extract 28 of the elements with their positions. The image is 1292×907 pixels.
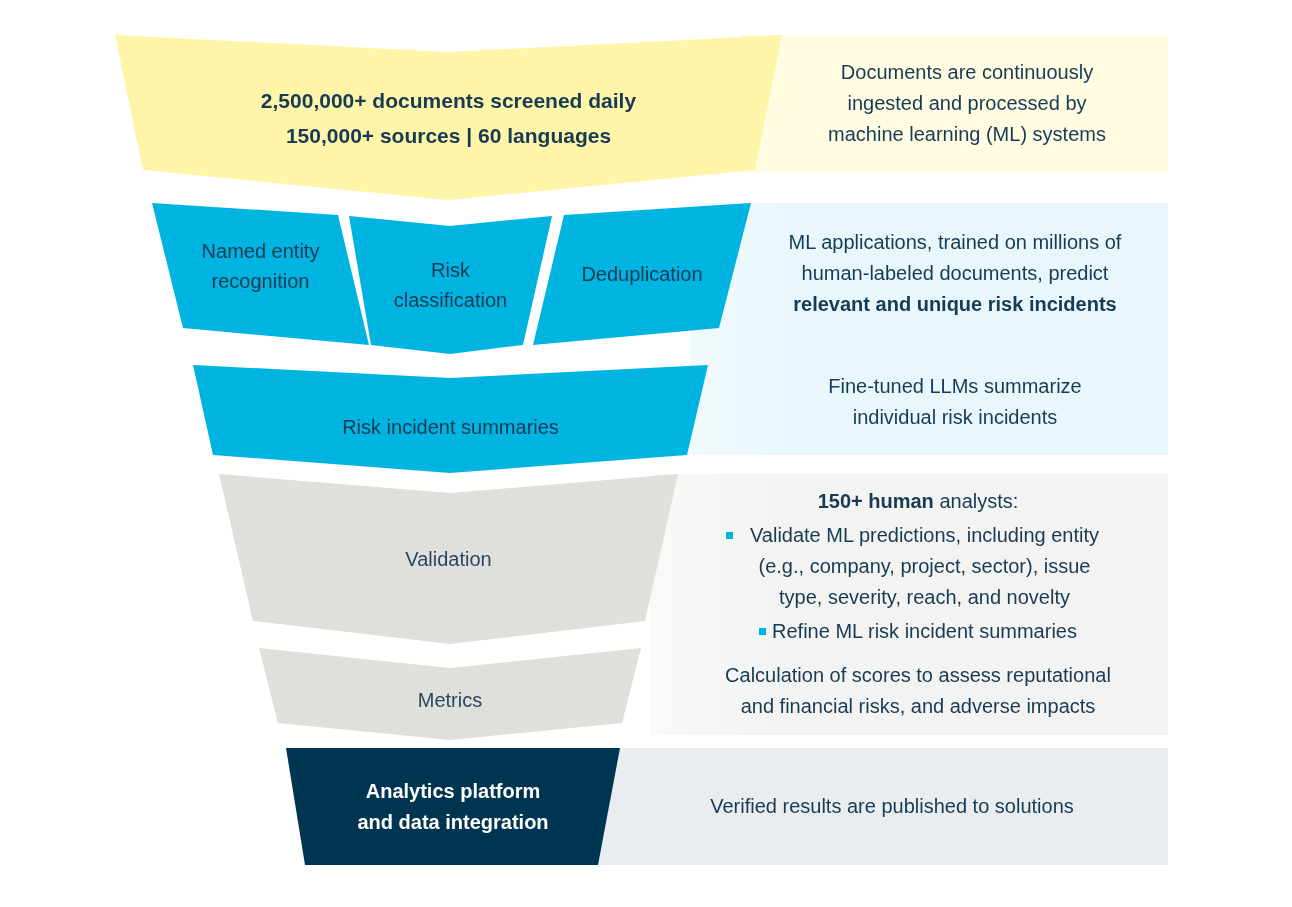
funnel-segment <box>193 365 708 473</box>
funnel-segment <box>219 474 678 644</box>
description-text: Verified results are published to solutions <box>709 794 1075 819</box>
description-text: Documents are continuously ingested and processed by machine learning (ML) systems <box>827 60 1107 147</box>
description-text: Calculation of scores to assess reputational and financial risks, and adverse impacts <box>724 663 1112 719</box>
description-text: Fine-tuned LLMs summarize individual risk incidents <box>827 374 1083 430</box>
stage-label: Deduplication <box>580 262 704 287</box>
funnel-segment <box>349 216 552 354</box>
description-panel <box>740 35 1168 172</box>
stage-label: Metrics <box>416 688 484 713</box>
funnel-segment <box>115 35 782 200</box>
funnel-segment <box>259 648 641 740</box>
description-panel <box>598 748 1168 865</box>
stage-label: Risk incident summaries <box>341 415 560 440</box>
list-heading: 150+ human analysts: <box>816 489 1020 514</box>
funnel-segment <box>286 748 620 865</box>
stage-label: Risk classification <box>392 258 509 313</box>
description-panel <box>650 474 1168 735</box>
bullet-text: Validate ML predictions, including entity (e.g., company, project, sector), issue type, severity, reach, and novelty <box>748 523 1101 610</box>
stage-label: Validation <box>404 547 493 572</box>
stat-text: 150,000+ sources | 60 languages <box>284 122 613 149</box>
funnel-segment <box>533 203 751 345</box>
description-text: ML applications, trained on millions of human-labeled documents, predict relevant and unique risk incidents <box>787 230 1123 317</box>
stage-label: Named entity recognition <box>200 239 321 294</box>
stage-label: Analytics platform and data integration <box>356 778 550 835</box>
funnel-segment <box>152 203 369 345</box>
bullet-text: Refine ML risk incident summaries <box>772 619 1077 644</box>
stat-text: 2,500,000+ documents screened daily <box>259 87 638 114</box>
